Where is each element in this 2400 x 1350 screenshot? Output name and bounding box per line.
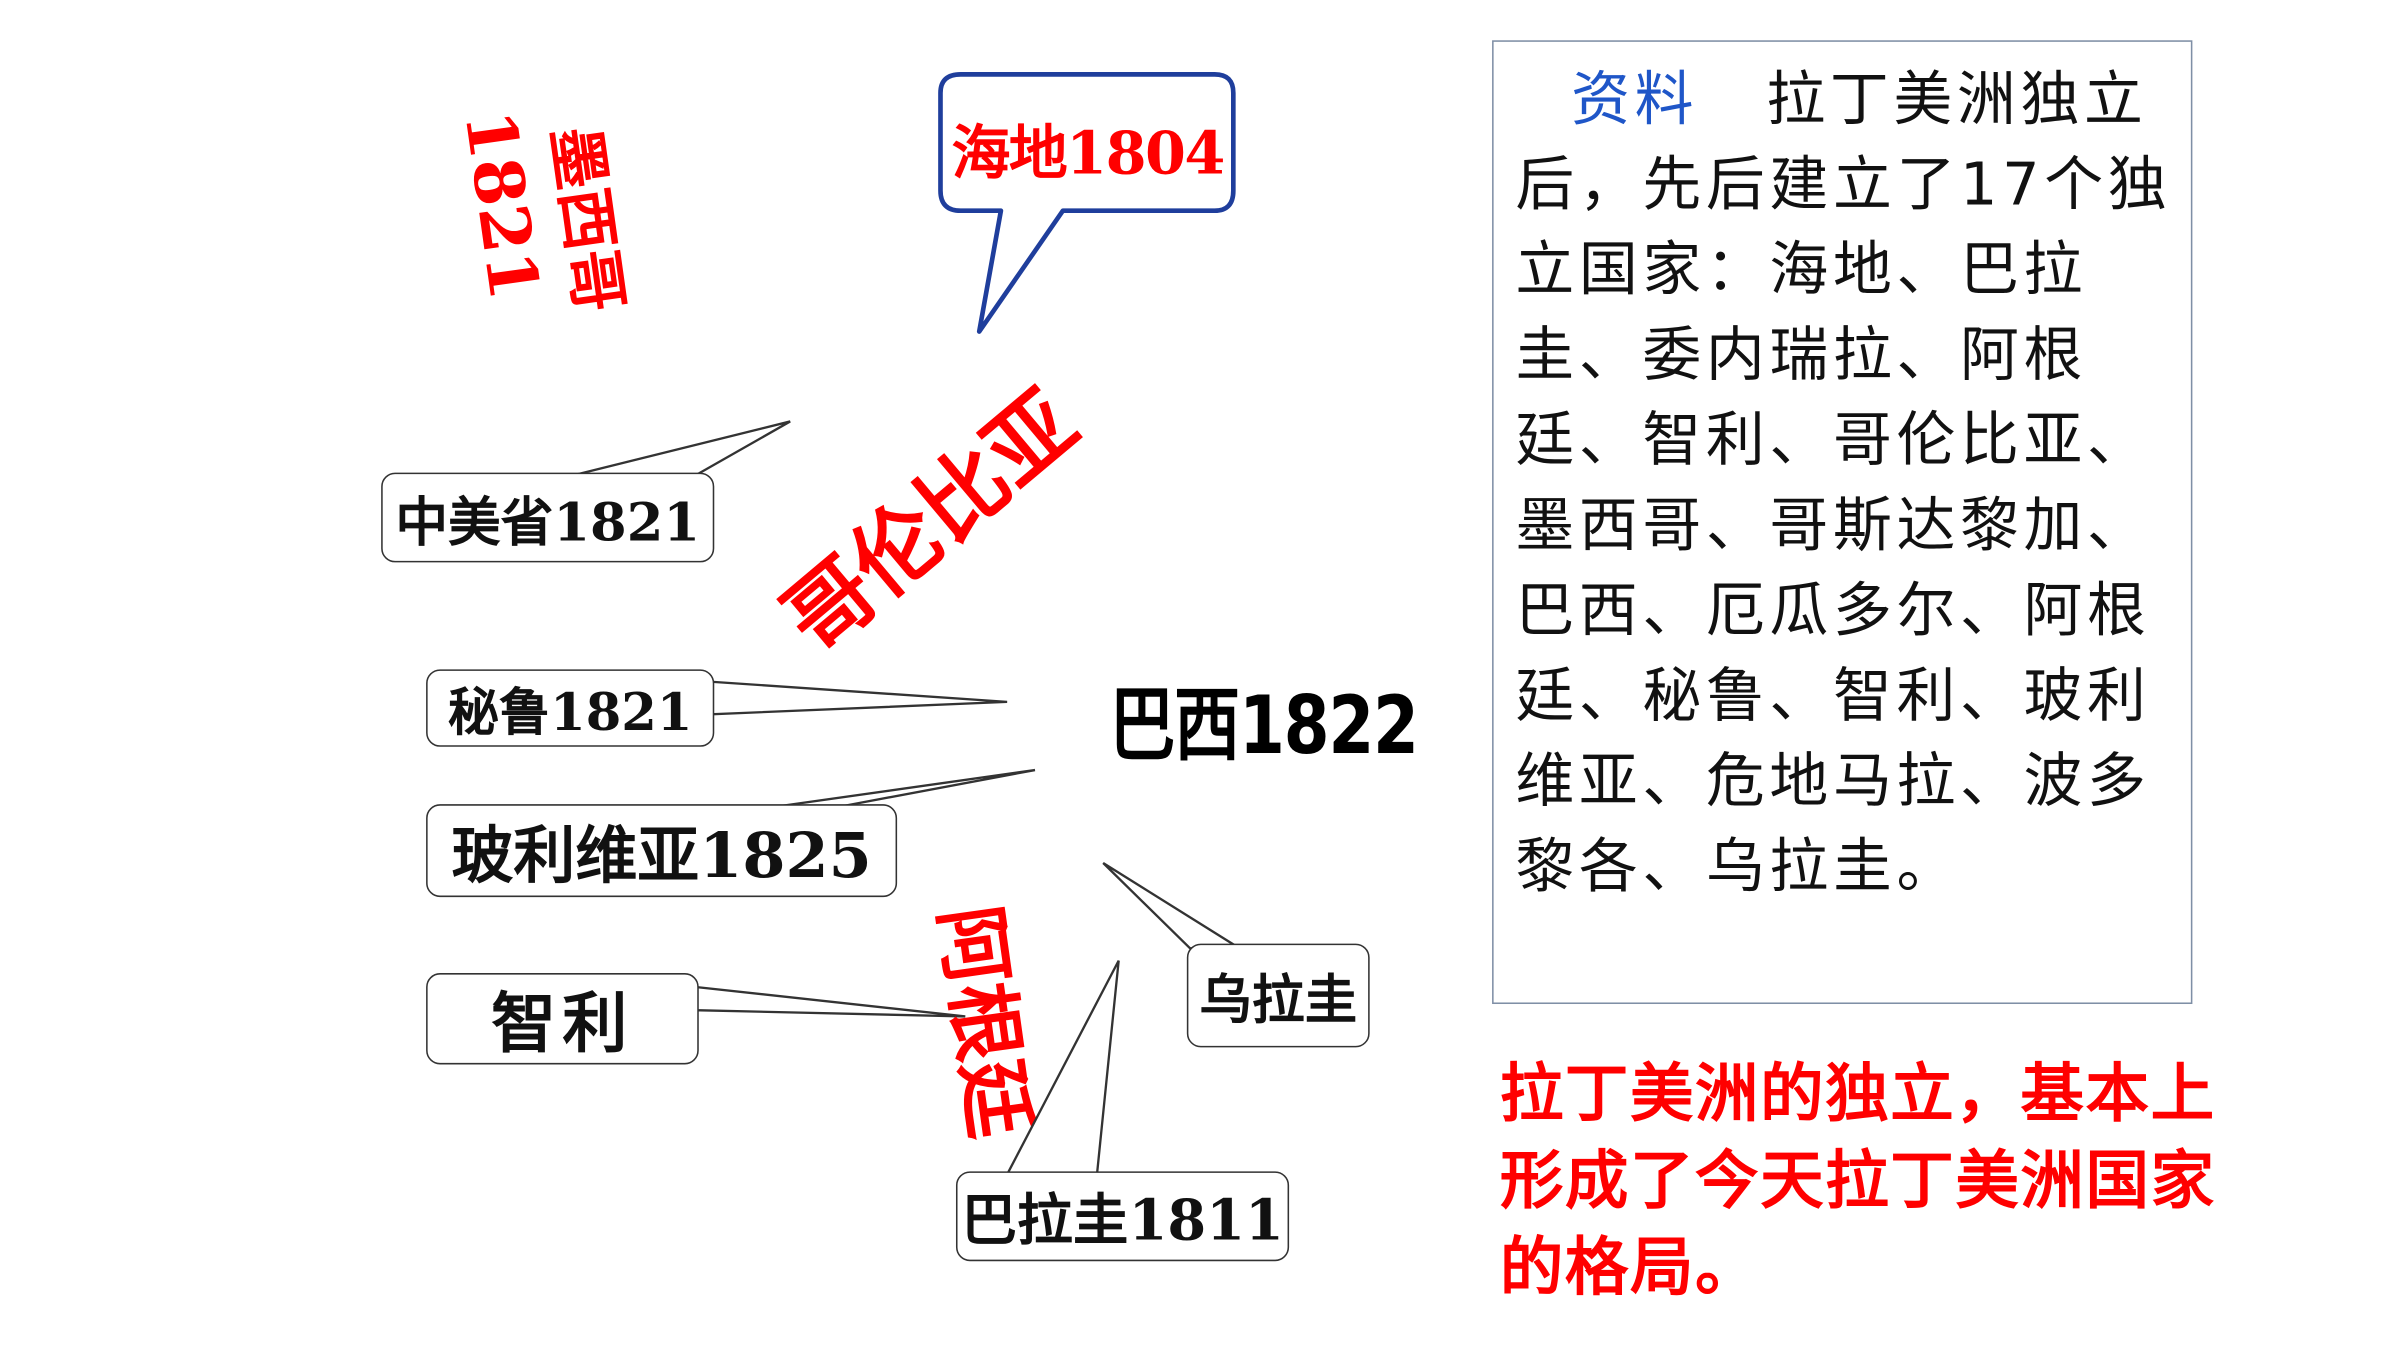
conclusion-text: 拉丁美洲的独立，基本上形成了今天拉丁美洲国家的格局。 — [1499, 1056, 2216, 1305]
brazil-label: 巴西1822 — [1109, 680, 1419, 774]
paraguay-pointer — [1005, 960, 1120, 1176]
bolivia-callout: 玻利维亚1825 — [426, 804, 898, 898]
central-america-callout: 中美省1821 — [381, 472, 715, 563]
bolivia-label: 玻利维亚1825 — [451, 819, 872, 893]
haiti-label: 海地1804 — [951, 117, 1226, 188]
peru-callout: 秘鲁1821 — [426, 669, 715, 747]
info-label: 资料 — [1571, 65, 1699, 134]
haiti-bubble-shape — [938, 72, 1236, 334]
central-america-label: 中美省1821 — [395, 491, 701, 554]
chile-label: 智利 — [491, 985, 634, 1062]
paraguay-label: 巴拉圭1811 — [961, 1188, 1284, 1254]
info-text: 拉丁美洲独立后，先后建立了17个独立国家：海地、巴拉圭、委内瑞拉、阿根廷、智利、… — [1515, 65, 2172, 901]
chile-callout: 智利 — [426, 973, 699, 1065]
uruguay-callout: 乌拉圭 — [1186, 943, 1370, 1048]
info-box: 资料拉丁美洲独立后，先后建立了17个独立国家：海地、巴拉圭、委内瑞拉、阿根廷、智… — [1492, 40, 2193, 1005]
peru-label: 秘鲁1821 — [447, 681, 693, 743]
paraguay-callout: 巴拉圭1811 — [955, 1171, 1290, 1262]
uruguay-label: 乌拉圭 — [1199, 969, 1358, 1032]
